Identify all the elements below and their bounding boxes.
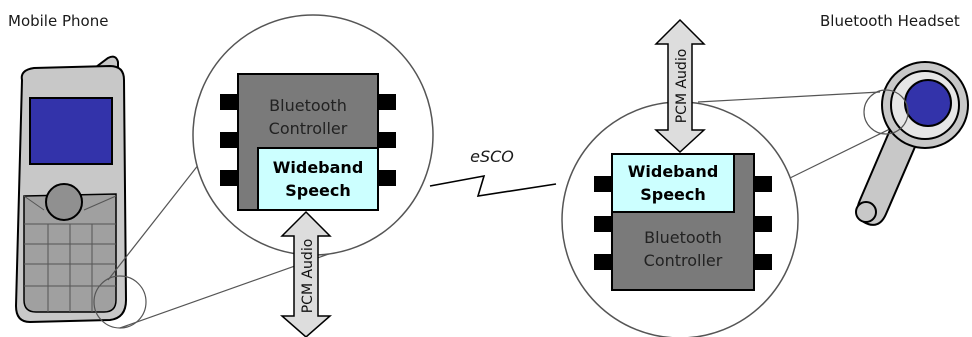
phone-pcm-arrow: PCM Audio: [280, 210, 332, 337]
headset-pcm-label: PCM Audio: [674, 49, 690, 124]
phone-nav-button: [45, 183, 83, 221]
headset-wideband-block: [611, 153, 735, 213]
phone-pcm-label: PCM Audio: [300, 239, 316, 314]
phone-screen: [29, 97, 113, 165]
headset-wideband-label-2: Speech: [640, 185, 706, 204]
headset-earpiece: [904, 79, 952, 127]
mobile-phone-label: Mobile Phone: [8, 12, 108, 30]
phone-wideband-label-1: Wideband: [273, 158, 364, 177]
headset-wideband-label-1: Wideband: [628, 162, 719, 181]
headset-controller-label-1: Bluetooth: [644, 228, 722, 247]
mobile-phone-icon: [14, 55, 128, 324]
phone-controller-label-1: Bluetooth: [269, 96, 347, 115]
bluetooth-headset-icon: [855, 61, 969, 226]
phone-controller-label-2: Controller: [269, 119, 348, 138]
headset-zoom-marker: [863, 89, 909, 135]
esco-link-label: eSCO: [470, 147, 514, 166]
headset-bluetooth-chip: Wideband Speech Bluetooth Controller: [594, 153, 772, 291]
bluetooth-headset-label: Bluetooth Headset: [820, 12, 960, 30]
wireless-link-icon: [429, 174, 557, 197]
phone-wideband-block: [257, 147, 379, 211]
headset-controller-label-2: Controller: [644, 251, 723, 270]
phone-wideband-label-2: Speech: [285, 181, 351, 200]
headset-pcm-arrow: PCM Audio: [654, 18, 706, 154]
phone-bluetooth-chip: Bluetooth Controller Wideband Speech: [220, 73, 396, 211]
